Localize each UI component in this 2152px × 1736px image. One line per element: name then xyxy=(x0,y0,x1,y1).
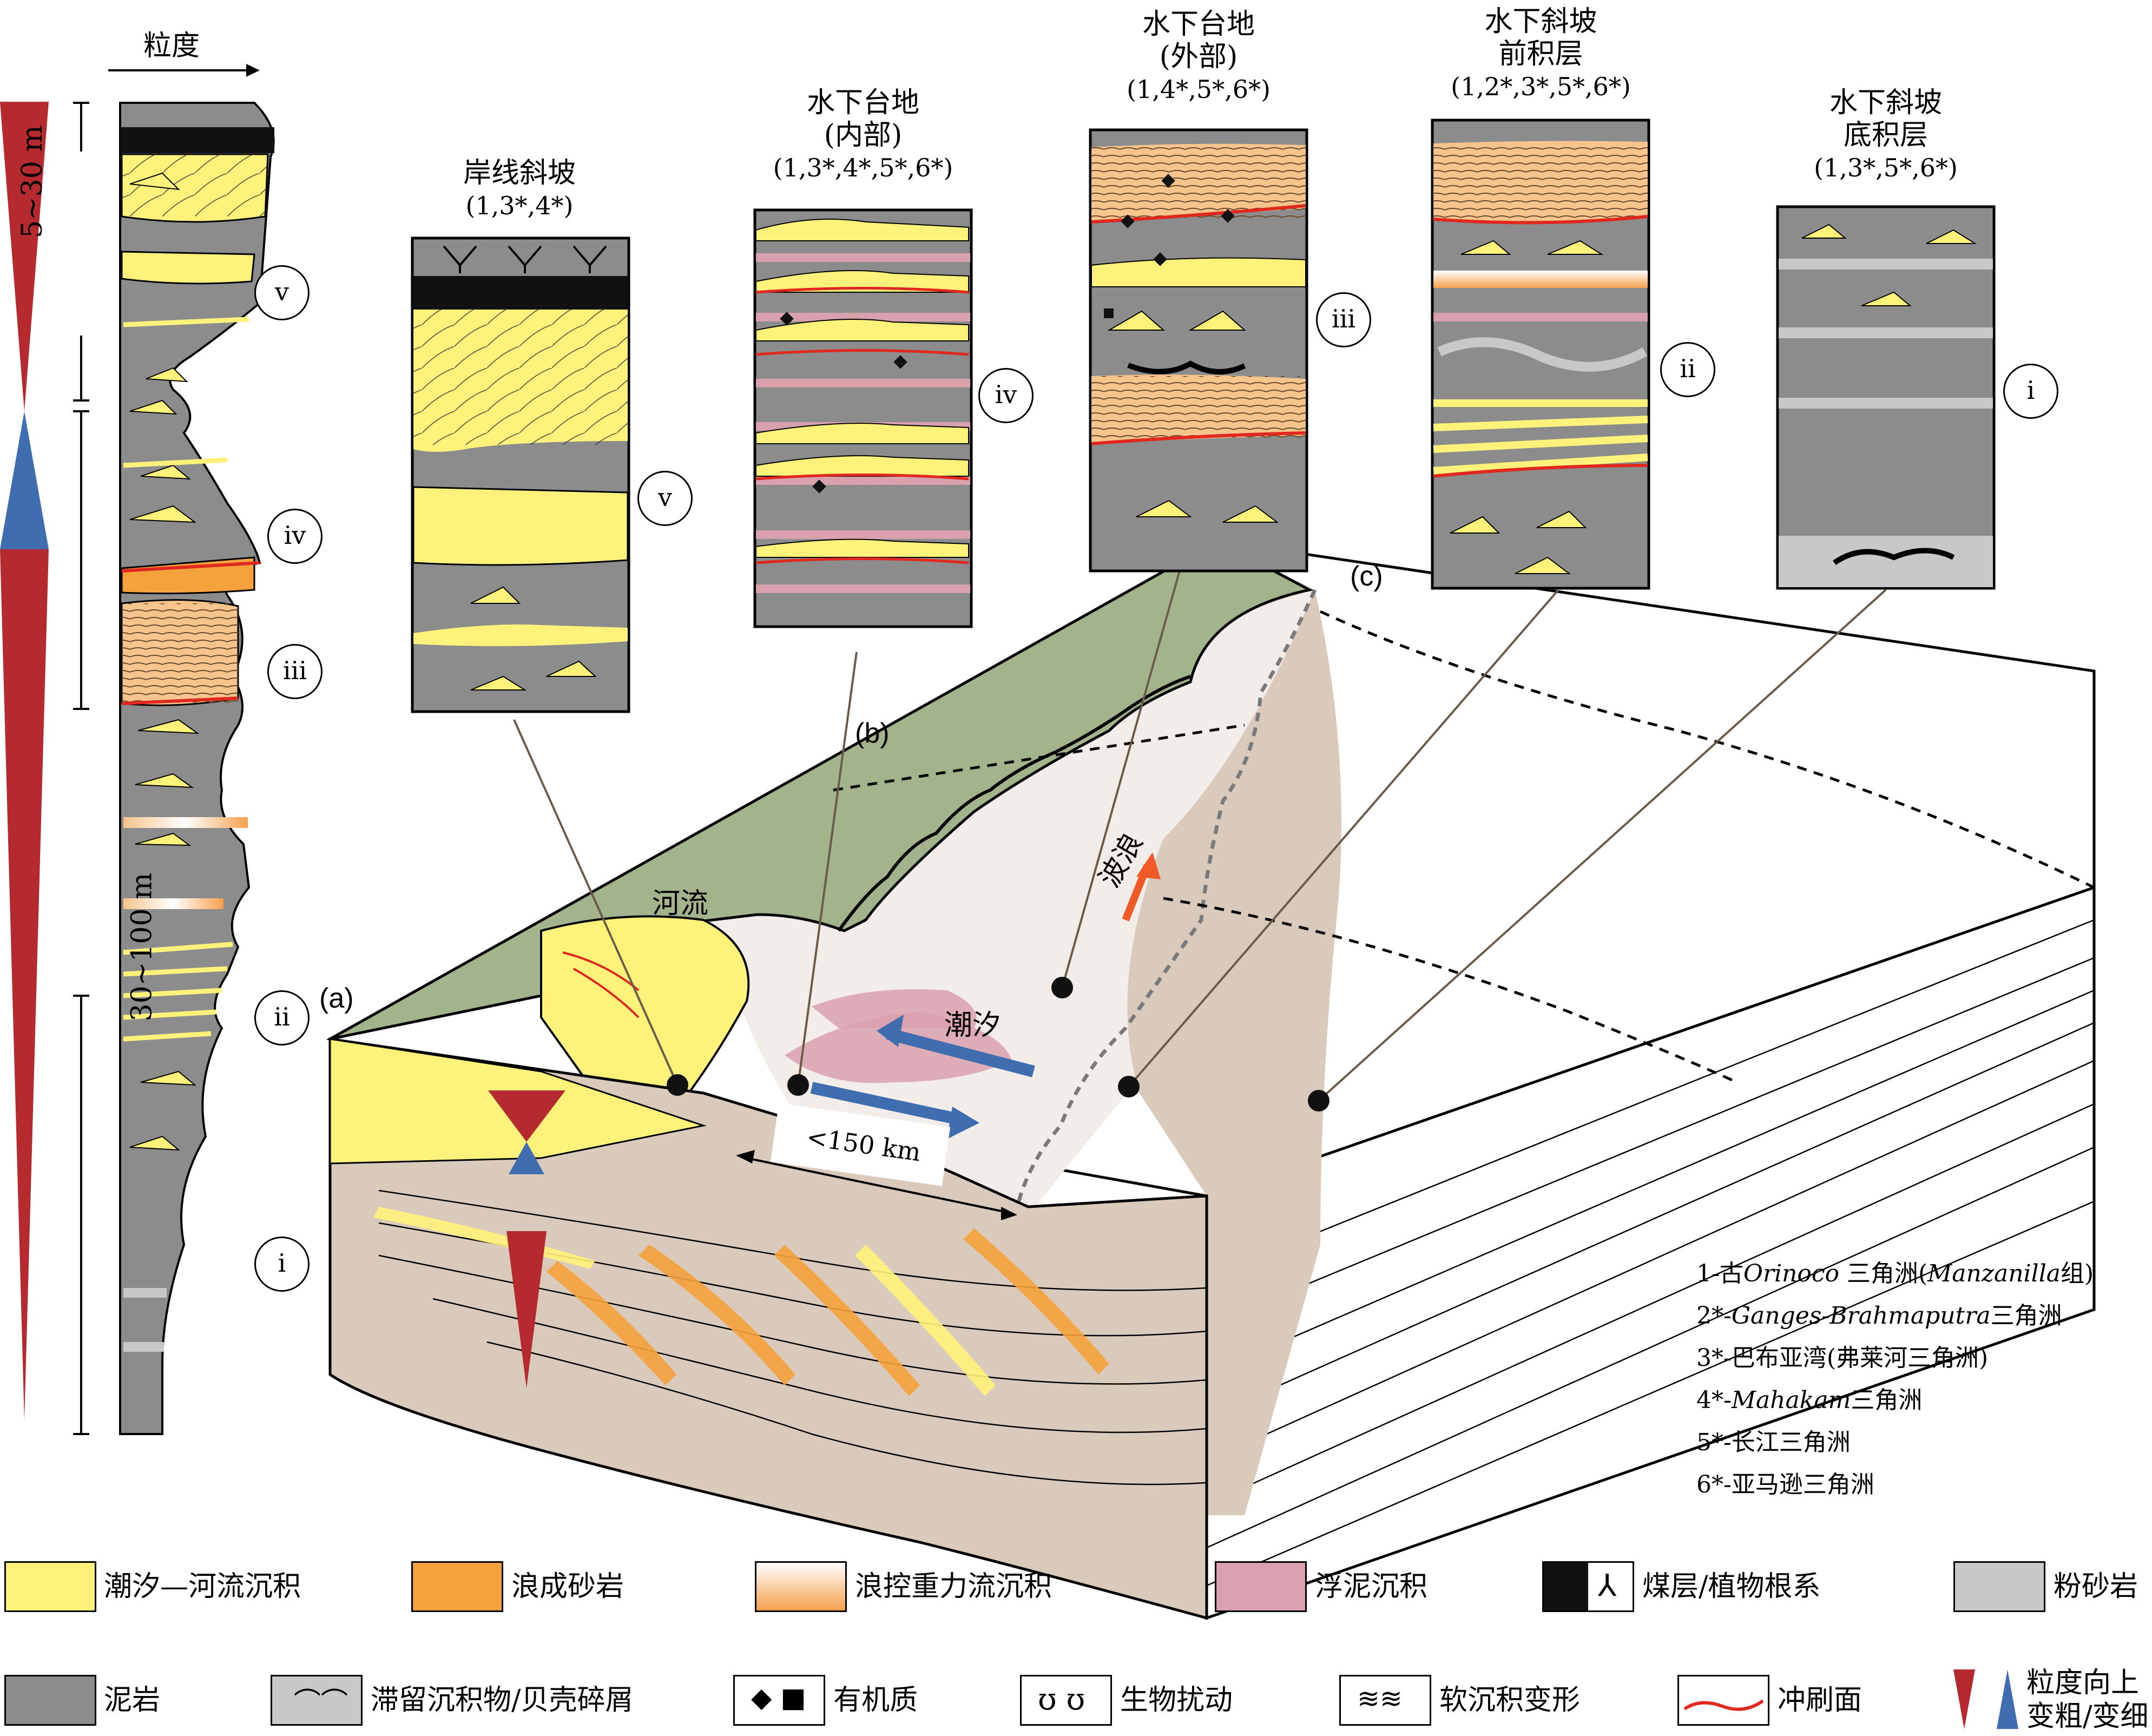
ref-4: 4*-Mahakam三角洲 xyxy=(1696,1386,1923,1414)
legend-label-organic: 有机质 xyxy=(833,1684,918,1717)
legend-label-mudstone: 泥岩 xyxy=(104,1684,161,1717)
legend-swatch-bioturbation: ʊ ʊ xyxy=(1020,1675,1112,1726)
deformation-icon: ≋≋ xyxy=(1357,1683,1403,1714)
log-thickness-upper: 5~30 m xyxy=(16,125,49,238)
legend-label-wave-sand: 浪成砂岩 xyxy=(511,1570,624,1603)
ref-1: 1-古Orinoco 三角洲(Manzanilla组) xyxy=(1696,1260,2094,1287)
column-marker-iii: iii xyxy=(1316,292,1371,347)
log-marker-v: v xyxy=(254,265,310,320)
legend-label-soft-deformation: 软沉积变形 xyxy=(1439,1684,1581,1717)
shell-icon: ⌒⌒ xyxy=(294,1687,348,1718)
column-ii xyxy=(1431,119,1650,590)
log-marker-ii: ii xyxy=(254,990,310,1045)
legend-label-tidal: 潮汐—河流沉积 xyxy=(104,1570,301,1603)
legend-swatch-fluid-mud xyxy=(1215,1561,1307,1612)
column-iii-title: 水下台地(外部)(1,4*,5*,6*) xyxy=(1127,8,1271,104)
face-grain-triangles xyxy=(488,1090,565,1388)
legend-label-scour: 冲刷面 xyxy=(1778,1684,1863,1717)
legend-swatch-gravity xyxy=(755,1561,847,1612)
legend-label-coal: 煤层/植物根系 xyxy=(1642,1570,1821,1603)
legend-swatch-silt xyxy=(1953,1561,2045,1612)
burrow-icon: ʊ ʊ xyxy=(1038,1682,1085,1717)
legend-swatch-scour xyxy=(1677,1675,1769,1726)
legend-swatch-tidal xyxy=(4,1561,96,1612)
tide-arrows xyxy=(810,1015,1035,1139)
legend-swatch-lag: ⌒⌒ xyxy=(271,1675,363,1726)
column-marker-iv: iv xyxy=(978,368,1034,423)
scour-icon xyxy=(1683,1699,1764,1711)
log-marker-iv: iv xyxy=(267,509,323,564)
legend-label-grain-up: 粒度向上 xyxy=(2026,1667,2140,1699)
legend-swatch-soft-deformation: ≋≋ xyxy=(1339,1675,1431,1726)
legend-swatch-wave-sand xyxy=(411,1561,503,1612)
ref-3: 3*-巴布亚湾(弗莱河三角洲) xyxy=(1696,1344,1989,1372)
column-iii xyxy=(1089,128,1308,573)
column-iv xyxy=(753,208,973,628)
legend-label-bioturbation: 生物扰动 xyxy=(1120,1684,1233,1717)
grain-trend-icon xyxy=(1953,1669,2018,1729)
legend-label-lag: 滞留沉积物/贝壳碎屑 xyxy=(371,1684,634,1717)
log-marker-i: i xyxy=(254,1237,310,1292)
block-label-c: (c) xyxy=(1350,561,1383,592)
legend-swatch-organic: ◆ ■ xyxy=(733,1675,825,1726)
column-marker-ii: ii xyxy=(1660,342,1715,397)
legend-label-silt: 粉砂岩 xyxy=(2054,1570,2138,1603)
column-v-title: 岸线斜坡(1,3*,4*) xyxy=(463,157,576,220)
column-i xyxy=(1776,205,1996,590)
column-ii-title: 水下斜坡前积层(1,2*,3*,5*,6*) xyxy=(1451,5,1631,101)
grain-axis-label: 粒度 xyxy=(143,30,200,62)
river-label: 河流 xyxy=(652,887,709,920)
tide-label: 潮汐 xyxy=(944,1009,1001,1042)
legend-swatch-coal: ⅄ xyxy=(1542,1561,1634,1612)
legend-label-gravity: 浪控重力流沉积 xyxy=(855,1570,1052,1603)
legend-label-grain-trend: 变粗/变细 xyxy=(2026,1700,2149,1733)
column-iv-title: 水下台地(内部)(1,3*,4*,5*,6*) xyxy=(773,87,953,182)
root-icon: ⅄ xyxy=(1598,1568,1617,1603)
log-marker-iii: iii xyxy=(267,644,323,699)
thickness-brackets xyxy=(73,102,89,1435)
grain-axis-arrow xyxy=(108,64,260,77)
vertical-log xyxy=(119,102,275,1435)
grain-trend-bar xyxy=(0,102,49,1421)
column-marker-v: v xyxy=(637,471,693,526)
reference-list: 1-古Orinoco 三角洲(Manzanilla组) 2*-Ganges-Br… xyxy=(1696,1253,2094,1506)
ref-6: 6*-亚马逊三角洲 xyxy=(1696,1471,1874,1498)
column-marker-i: i xyxy=(2003,364,2058,419)
block-label-a: (a) xyxy=(319,983,354,1014)
sample-points xyxy=(513,570,1887,1102)
legend-label-fluid-mud: 浮泥沉积 xyxy=(1315,1570,1428,1603)
ref-5: 5*-长江三角洲 xyxy=(1696,1429,1851,1456)
legend-swatch-mudstone xyxy=(4,1675,96,1726)
column-i-title: 水下斜坡底积层(1,3*,5*,6*) xyxy=(1814,87,1958,182)
ref-2: 2*-Ganges-Brahmaputra三角洲 xyxy=(1696,1302,2062,1330)
block-label-b: (b) xyxy=(855,718,890,749)
organic-icon: ◆ ■ xyxy=(751,1682,806,1713)
log-thickness-lower: 30~100 m xyxy=(126,872,159,1022)
column-v xyxy=(411,236,630,713)
block-diagram xyxy=(326,540,2096,1620)
